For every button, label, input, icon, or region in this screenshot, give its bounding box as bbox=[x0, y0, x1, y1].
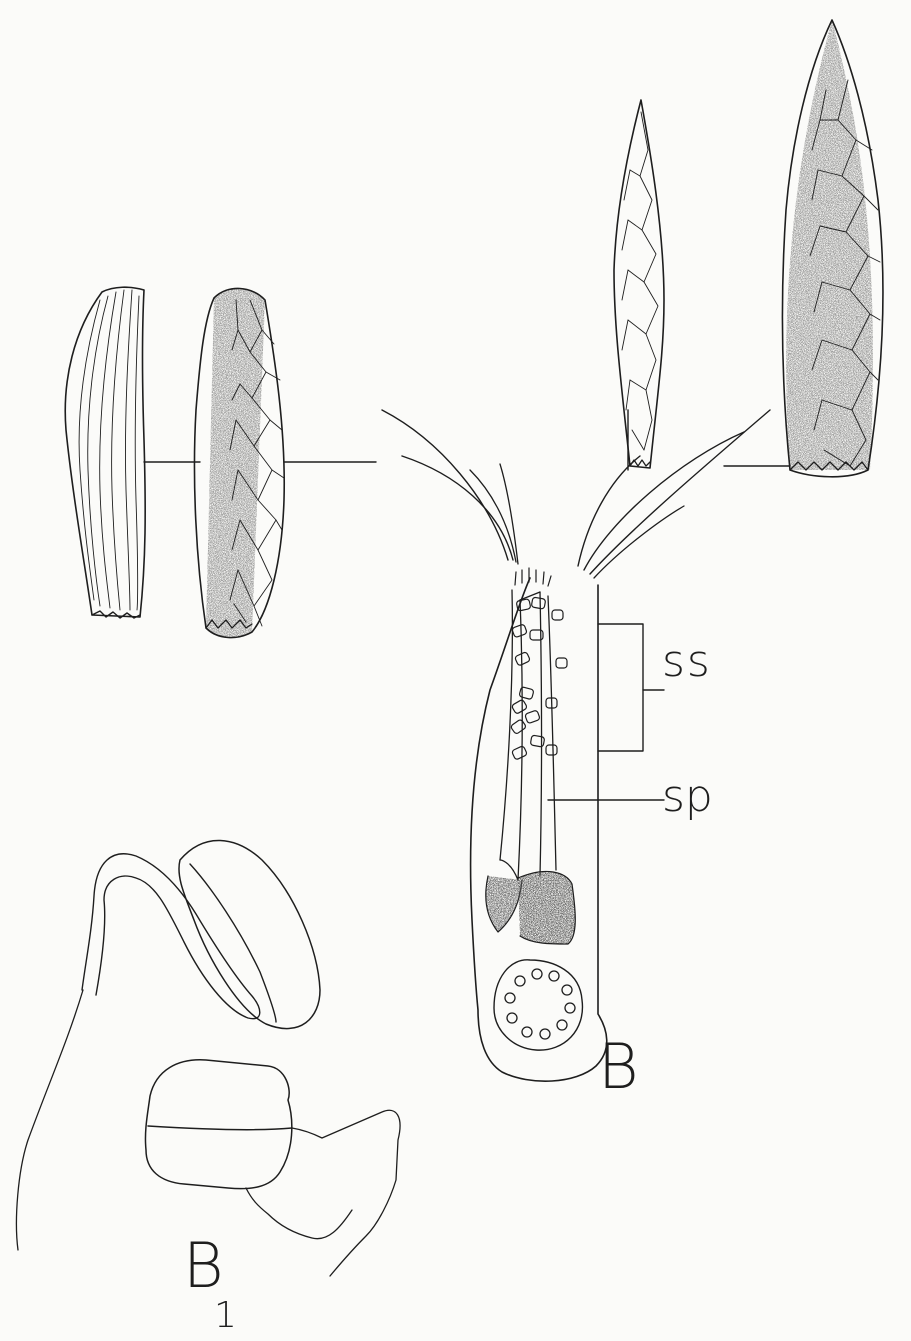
reticulate-sepal-left bbox=[190, 280, 284, 650]
striate-sepal bbox=[65, 287, 145, 618]
reticulate-sepal-narrow bbox=[614, 100, 664, 468]
figure-label-b1: B bbox=[183, 1235, 224, 1297]
figure-label-b1-subscript: 1 bbox=[214, 1298, 237, 1334]
seed-ring bbox=[505, 969, 575, 1039]
label-sp: sp bbox=[662, 775, 713, 819]
label-ss: ss bbox=[662, 640, 712, 684]
organ-b bbox=[471, 568, 607, 1081]
label-brackets bbox=[548, 624, 664, 800]
reticulate-sepal-large bbox=[780, 20, 883, 480]
setae bbox=[382, 410, 770, 578]
pollinia-detail-b1 bbox=[16, 840, 400, 1276]
pollinia-column bbox=[510, 597, 567, 760]
figure-label-b: B bbox=[598, 1036, 639, 1098]
